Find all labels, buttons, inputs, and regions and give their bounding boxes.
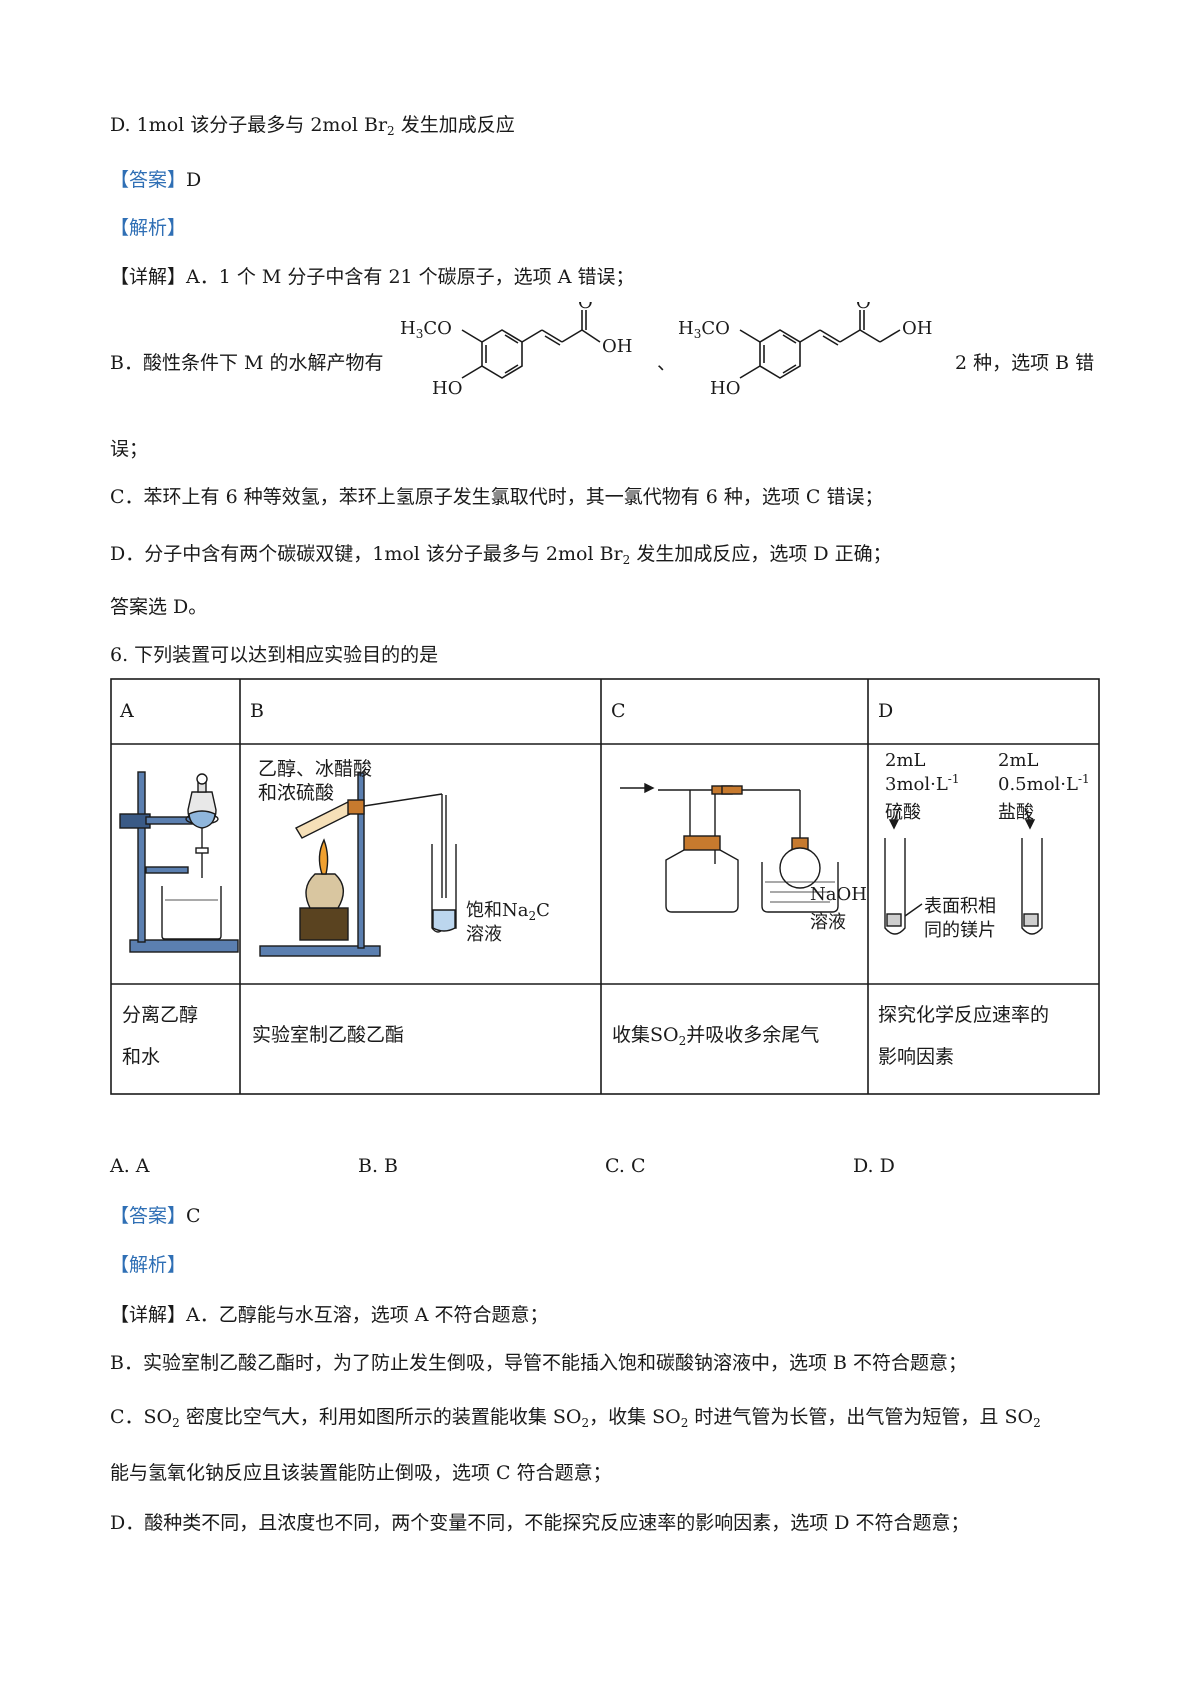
q6-detail-b: B．实验室制乙酸乙酯时，为了防止发生倒吸，导管不能插入饱和碳酸钠溶液中，选项 B… [110, 1352, 968, 1374]
header-d: D [878, 700, 894, 722]
q5-detail-a: 【详解】A．1 个 M 分子中含有 21 个碳原子，选项 A 错误； [110, 266, 635, 288]
svg-text:H3CO: H3CO [400, 318, 452, 341]
purpose-a: 分离乙醇 [122, 1004, 199, 1026]
q5-conclusion: 答案选 D。 [110, 596, 208, 618]
q5-detail-c: C．苯环上有 6 种等效氢，苯环上氢原子发生氯取代时，其一氯代物有 6 种，选项… [110, 486, 884, 508]
table-grid [110, 678, 1100, 1095]
purpose-b: 实验室制乙酸乙酯 [252, 1024, 405, 1046]
label-c-naoh: NaOH [810, 884, 867, 905]
hydrolysis-product-ketone-structure: H3CO HO O OH [678, 302, 958, 412]
svg-text:O: O [578, 302, 593, 313]
hydrolysis-product-acid-structure: H3CO HO O OH [400, 302, 650, 412]
label-b-reagents-2: 和浓硫酸 [258, 782, 335, 804]
svg-text:H3CO: H3CO [678, 318, 730, 341]
svg-text:HO: HO [432, 378, 462, 399]
purpose-c: 收集SO2并吸收多余尾气 [612, 1024, 820, 1048]
q5-option-d: D. 1mol 该分子最多与 2mol Br2 发生加成反应 [110, 114, 515, 138]
apparatus-b-ester-setup [259, 772, 457, 957]
q6-detail-c: C．SO2 密度比空气大，利用如图所示的装置能收集 SO2，收集 SO2 时进气… [110, 1406, 1041, 1430]
label-d-magnesium: 表面积相 [924, 896, 996, 917]
q6-stem: 6. 下列装置可以达到相应实验目的的是 [110, 644, 439, 666]
apparatus-a-separatory-funnel [119, 771, 239, 953]
apparatus-d-test-tubes [884, 807, 1043, 935]
q6-detail-a: 【详解】A．乙醇能与水互溶，选项 A 不符合题意； [110, 1304, 549, 1326]
q5-answer: 【答案】D [110, 169, 202, 191]
svg-text:OH: OH [602, 336, 632, 357]
q6-apparatus-table: A B C D 乙醇、冰醋酸 和浓硫酸 饱和Na2C 溶液 NaOH 溶液 2m… [110, 678, 1100, 1096]
option-c: C. C [605, 1155, 646, 1177]
label-b-saturated-solution: 饱和Na2C [466, 900, 550, 923]
label-d-left-acid: 2mL [885, 750, 926, 771]
svg-text:HO: HO [710, 378, 740, 399]
q6-detail-d: D．酸种类不同，且浓度也不同，两个变量不同，不能探究反应速率的影响因素，选项 D… [110, 1512, 970, 1534]
label-d-right-acid: 2mL [998, 750, 1039, 771]
q6-detail-c-cont: 能与氢氧化钠反应且该装置能防止倒吸，选项 C 符合题意； [110, 1462, 612, 1484]
svg-text:OH: OH [902, 318, 932, 339]
q5-analysis-label: 【解析】 [110, 217, 187, 239]
q6-analysis-label: 【解析】 [110, 1254, 187, 1276]
option-d: D. D [853, 1155, 895, 1177]
header-c: C [611, 700, 626, 722]
q5-detail-d: D．分子中含有两个碳碳双键，1mol 该分子最多与 2mol Br2 发生加成反… [110, 543, 892, 567]
header-b: B [250, 700, 264, 722]
q6-answer: 【答案】C [110, 1205, 201, 1227]
label-b-reagents: 乙醇、冰醋酸 [258, 758, 373, 780]
header-a: A [120, 700, 134, 722]
apparatus-c-collection-setup [620, 782, 839, 913]
q5-detail-b-cont: 误； [110, 438, 149, 460]
structure-drawing: H3CO HO O OH [678, 302, 932, 399]
option-a: A. A [110, 1155, 150, 1177]
q5-detail-b: B．酸性条件下 M 的水解产物有 [110, 352, 384, 374]
option-b: B. B [358, 1155, 399, 1177]
purpose-d: 探究化学反应速率的 [878, 1004, 1050, 1026]
structure-drawing: H3CO HO O OH [400, 302, 632, 399]
svg-text:O: O [856, 302, 871, 313]
